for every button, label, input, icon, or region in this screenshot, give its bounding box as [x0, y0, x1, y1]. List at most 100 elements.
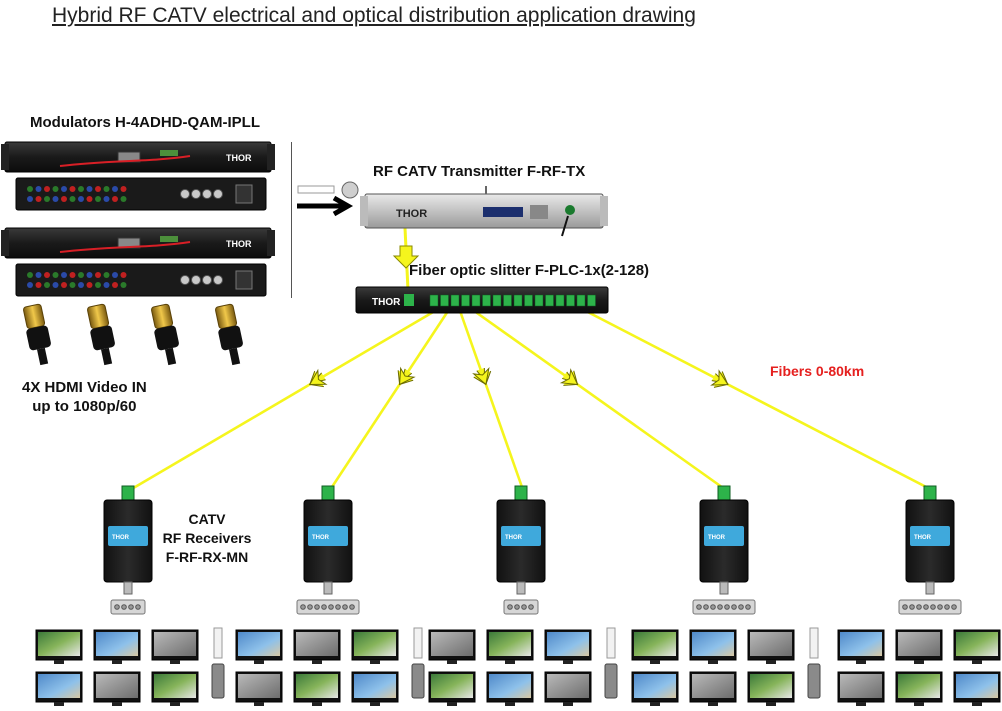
rack-ear-left — [360, 196, 368, 226]
splitter-output-port — [503, 294, 512, 307]
hdmi-cord — [228, 347, 241, 366]
tv-stand — [254, 660, 264, 664]
tv-screen — [750, 674, 792, 698]
tv-stand — [914, 660, 924, 664]
rack-ear-left — [1, 230, 9, 256]
tv-screen — [750, 632, 792, 656]
tv-screen — [692, 674, 734, 698]
diagram-title: Hybrid RF CATV electrical and optical di… — [52, 4, 696, 27]
tap-port — [923, 604, 929, 610]
tv-stand — [972, 702, 982, 706]
input-tag — [297, 185, 335, 194]
catv-receiver: THOR — [631, 485, 821, 706]
rca-jack — [52, 186, 59, 192]
network-ports — [117, 151, 141, 163]
hdmi-cable — [151, 303, 179, 366]
rca-jack — [52, 196, 59, 202]
tv-screen — [238, 674, 280, 698]
tv-stand — [370, 702, 380, 706]
tap-port — [738, 604, 744, 610]
splitter-output-port — [482, 294, 491, 307]
tv-screen — [296, 674, 338, 698]
f-connector — [180, 275, 190, 285]
tap-port — [349, 604, 355, 610]
hdmi-cables-group — [23, 303, 243, 366]
tv-screen — [354, 632, 396, 656]
splitter-output-port — [440, 294, 449, 307]
status-leds — [160, 150, 178, 156]
f-type-plug — [807, 663, 821, 699]
hdmi-plug — [215, 303, 238, 329]
tv-screen — [956, 674, 998, 698]
rca-jack — [78, 272, 84, 278]
rca-jack — [103, 272, 110, 278]
rf-input-arrow — [297, 195, 354, 217]
tv-screen — [898, 674, 940, 698]
rca-jack — [27, 282, 33, 288]
fiber-arrow-head — [399, 366, 416, 386]
tv-screen — [38, 674, 80, 698]
catv-receiver: THOR — [235, 485, 425, 706]
rca-jack — [112, 196, 118, 202]
tap-port — [696, 604, 702, 610]
rca-jack — [44, 196, 50, 202]
splitter-output-port — [587, 294, 596, 307]
tv-stand — [254, 702, 264, 706]
tv-stand — [856, 702, 866, 706]
catv-receiver: THOR — [428, 485, 618, 706]
receiver-label-panel — [910, 526, 950, 546]
fiber-lines — [129, 227, 933, 492]
fiber-arrow-down — [392, 245, 420, 269]
rca-jack — [112, 186, 118, 192]
rca-jack — [112, 282, 118, 288]
tap-port — [521, 604, 527, 610]
tv-screen — [96, 674, 138, 698]
fiber-splitter: THOR — [355, 286, 609, 314]
hdmi-body — [218, 325, 243, 351]
fiber-arrow-head — [559, 368, 579, 386]
f-connector — [191, 189, 201, 199]
rca-jack — [61, 196, 67, 202]
rf-splitter-tap — [296, 599, 360, 615]
modulator-unit: THOR — [1, 141, 275, 211]
tv-screen — [489, 632, 531, 656]
tv-screen — [154, 632, 196, 656]
receiver-label-panel — [108, 526, 148, 546]
modulator-unit: THOR — [1, 227, 275, 297]
fiber-arrow-head — [710, 369, 729, 386]
splitter-input-port — [404, 294, 414, 306]
f-connector — [202, 275, 212, 285]
rack-ear-right — [267, 230, 275, 256]
rca-jack — [27, 196, 33, 202]
tap-port — [507, 604, 513, 610]
brand-logo: THOR — [708, 535, 726, 541]
receiver-optical-port — [717, 485, 731, 501]
tap-port — [710, 604, 716, 610]
rca-jack — [95, 272, 101, 278]
brand-logo: THOR — [914, 535, 932, 541]
tap-port — [916, 604, 922, 610]
hdmi-plug — [151, 303, 174, 329]
tap-port — [717, 604, 723, 610]
tv-stand — [505, 702, 515, 706]
optical-output — [565, 205, 575, 215]
rca-jack — [86, 186, 93, 192]
receiver-optical-port — [121, 485, 135, 501]
rca-jack — [78, 282, 84, 288]
tv-screen — [840, 632, 882, 656]
coax-cable — [809, 627, 819, 659]
tv-screen — [634, 632, 676, 656]
rca-jack — [27, 186, 33, 192]
f-connector — [213, 189, 223, 199]
tap-port — [335, 604, 341, 610]
tv-screen — [692, 632, 734, 656]
panel-swoosh — [59, 155, 191, 167]
tv-stand — [112, 702, 122, 706]
splitter-output-port — [513, 294, 523, 307]
receivers-label: CATV RF Receivers F-RF-RX-MN — [152, 510, 262, 567]
tap-port — [724, 604, 730, 610]
receiver-label-panel — [501, 526, 541, 546]
rca-jack — [35, 196, 42, 202]
splitter-output-port — [566, 294, 575, 307]
tv-screen — [431, 674, 473, 698]
